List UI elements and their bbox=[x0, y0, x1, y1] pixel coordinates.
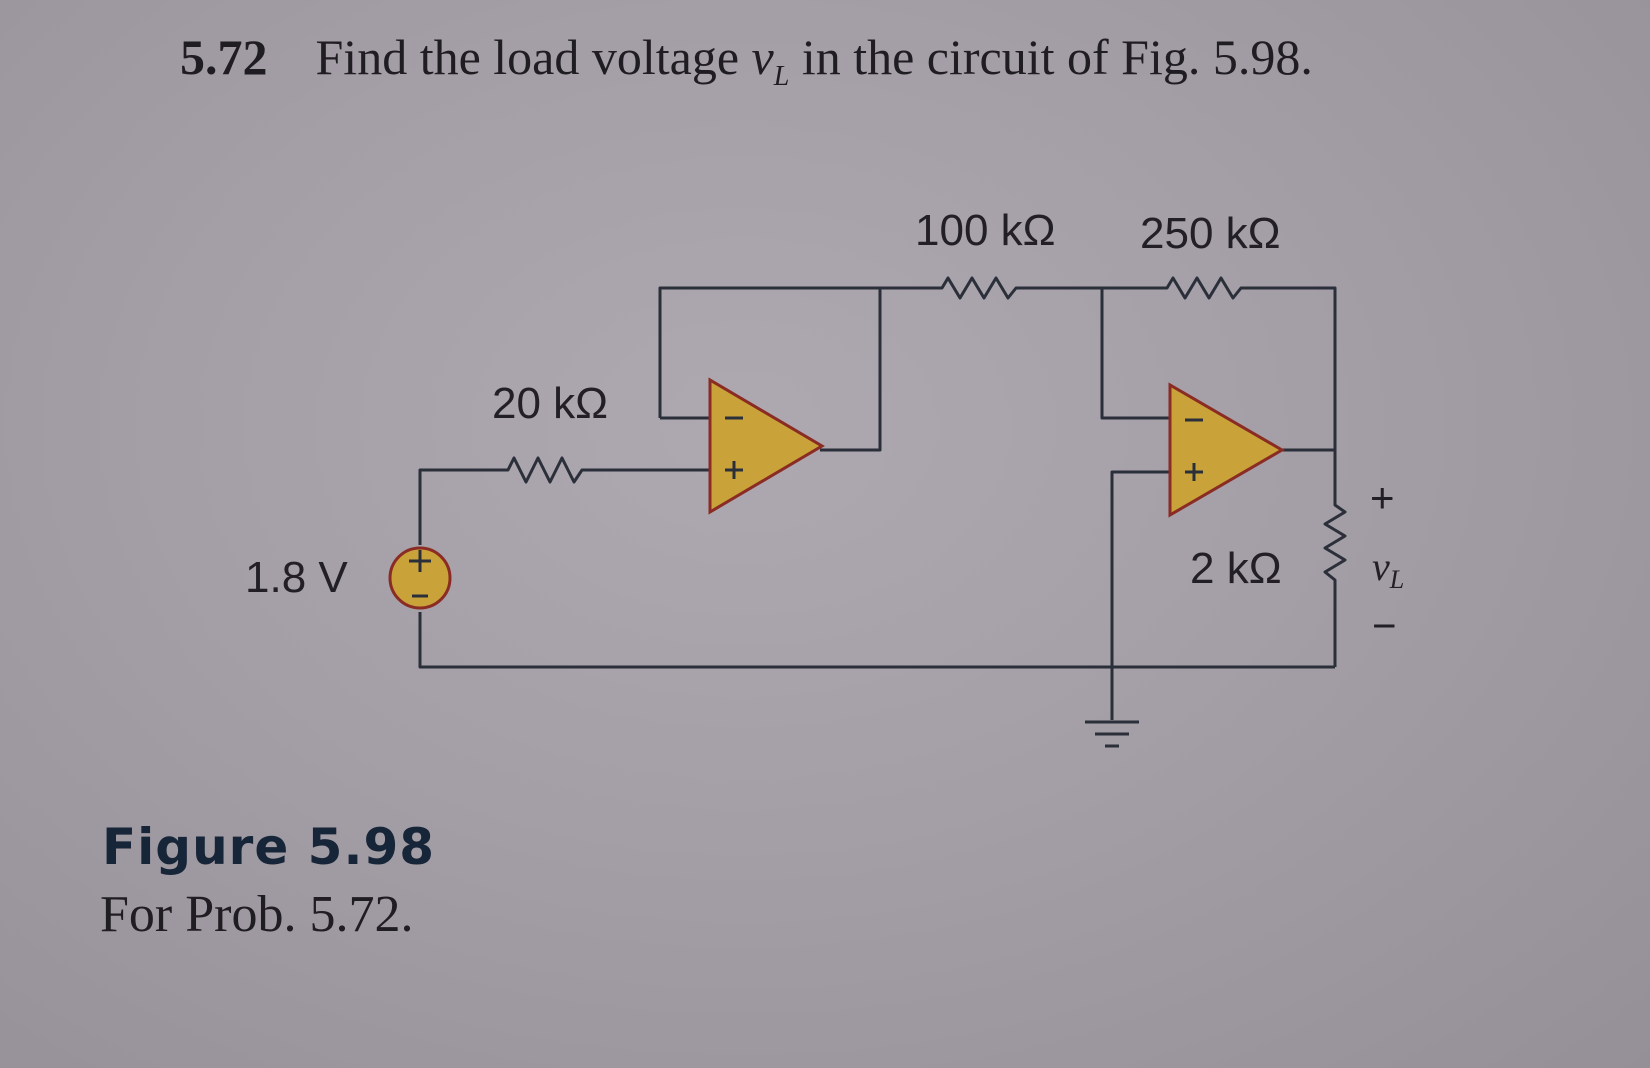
wire-opamp1-feedback-top bbox=[658, 286, 880, 418]
resistor-20k bbox=[500, 456, 600, 484]
vl-minus-sign: − bbox=[1372, 602, 1397, 649]
vl-plus-sign: + bbox=[1370, 474, 1395, 521]
label-20k: 20 kΩ bbox=[492, 379, 608, 428]
resistor-100k bbox=[935, 276, 1035, 300]
label-source-voltage: 1.8 V bbox=[245, 553, 348, 602]
wire-opamp2-noninverting bbox=[1110, 470, 1170, 667]
load-voltage-subscript: L bbox=[773, 61, 790, 92]
voltage-source-icon bbox=[388, 546, 452, 610]
wire-opamp2-inverting bbox=[1100, 288, 1170, 420]
wire-opamp1-output bbox=[820, 288, 882, 452]
opamp-1-icon bbox=[708, 377, 825, 515]
wire-r250-to-output bbox=[1260, 286, 1337, 450]
problem-text-after: in the circuit of Fig. 5.98. bbox=[801, 29, 1313, 85]
label-250k: 250 kΩ bbox=[1140, 209, 1281, 258]
ground-icon bbox=[1085, 720, 1139, 748]
label-100k: 100 kΩ bbox=[915, 206, 1056, 255]
load-voltage-symbol: v bbox=[751, 29, 774, 85]
wire-source-to-r20 bbox=[418, 468, 500, 545]
vl-label: vL bbox=[1372, 544, 1404, 594]
vl-symbol: v bbox=[1372, 544, 1390, 589]
problem-statement: 5.72 Find the load voltage vL in the circ… bbox=[180, 28, 1313, 93]
figure-caption: Figure 5.98 bbox=[102, 818, 436, 876]
problem-text-before: Find the load voltage bbox=[315, 29, 740, 85]
wire-bottom-rail bbox=[418, 612, 1335, 669]
opamp-2-icon bbox=[1168, 382, 1285, 518]
wire-opamp2-output bbox=[1280, 448, 1337, 498]
resistor-2k bbox=[1323, 498, 1347, 667]
figure-subcaption: For Prob. 5.72. bbox=[100, 886, 414, 943]
circuit-wires bbox=[418, 276, 1347, 720]
vl-subscript: L bbox=[1389, 565, 1404, 594]
label-2k: 2 kΩ bbox=[1190, 544, 1282, 593]
problem-number: 5.72 bbox=[180, 29, 268, 85]
resistor-250k bbox=[1160, 276, 1260, 300]
